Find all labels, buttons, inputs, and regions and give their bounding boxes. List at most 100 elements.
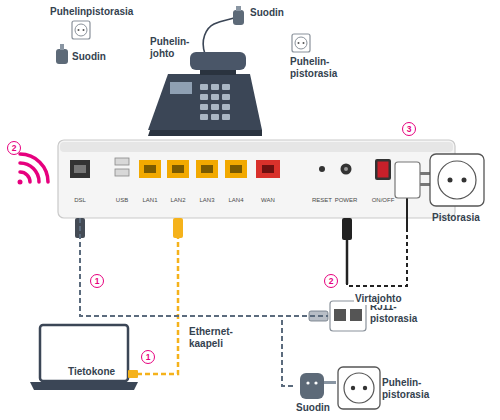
wifi-symbol [18, 154, 49, 185]
socket-hole [363, 386, 367, 390]
lan-port [139, 160, 161, 178]
socket-hole [298, 42, 300, 44]
telephone [148, 6, 262, 136]
laptop: Tietokone [30, 322, 138, 392]
port-label: LAN1 [142, 197, 157, 203]
dsl-slot [74, 165, 86, 173]
port-label: RESET [312, 197, 332, 203]
filter: Suodin [294, 370, 336, 416]
usb-port [115, 169, 129, 176]
callout-number: 1 [90, 274, 104, 288]
cable-label: Ethernet- kaapeli [188, 326, 244, 350]
laptop [30, 325, 138, 390]
laptop-screen [40, 325, 128, 381]
filter-plug [236, 6, 241, 11]
phone-key [222, 114, 230, 120]
power-jack [341, 164, 352, 175]
socket-hole [78, 29, 80, 31]
phone-key [200, 94, 208, 100]
filter-prong [324, 381, 336, 384]
phone-key [211, 114, 219, 120]
cable [80, 218, 294, 386]
wifi-arc [20, 172, 30, 182]
part-label: Suodin [250, 7, 284, 19]
outlet-hole [448, 178, 453, 183]
phone-display [170, 82, 192, 94]
port-label: LAN4 [228, 197, 243, 203]
router-lid [60, 142, 453, 152]
phone-keypad [200, 84, 230, 120]
part-label: Tietokone [68, 366, 118, 378]
cable [138, 218, 178, 374]
rj11-jack [334, 309, 346, 321]
part-label: Suodin [296, 402, 334, 414]
port-label: USB [116, 197, 128, 203]
laptop-base [30, 382, 138, 390]
cable-label: Virtajohto [354, 293, 416, 305]
lan-port [167, 160, 189, 178]
lan-slot [201, 165, 213, 173]
lan-plug [128, 370, 138, 378]
phone-key [222, 104, 230, 110]
wifi-arc [20, 163, 39, 182]
usb-port [115, 158, 129, 165]
adapter-cord [406, 198, 408, 231]
top-filter [56, 44, 68, 64]
power-pin [344, 167, 348, 171]
lan-port [225, 160, 247, 178]
lan-slot [144, 165, 156, 173]
wan-slot [262, 165, 274, 173]
socket-hole [303, 42, 305, 44]
wan-port [256, 160, 280, 178]
callout-number: 1 [141, 350, 155, 364]
socket-plate [72, 21, 90, 39]
switch-rocker [378, 162, 389, 178]
socket-plate [292, 34, 310, 52]
power-adapter [395, 162, 420, 198]
filter-hole [306, 381, 309, 384]
handset-cradle [200, 70, 236, 75]
rj11-jack [350, 309, 362, 321]
port-label: POWER [335, 197, 358, 203]
phone-key [211, 104, 219, 110]
wifi-dot [18, 180, 23, 185]
socket-ring [75, 24, 87, 36]
callout-number: 2 [7, 141, 21, 155]
phone-key [211, 94, 219, 100]
power-outlet: Pistorasia [392, 150, 490, 231]
phone-handset [190, 52, 246, 70]
phone-key [222, 84, 230, 90]
phone-body [148, 74, 262, 130]
lan-slot [230, 165, 242, 173]
wifi-arc [20, 154, 48, 182]
phone-key [200, 104, 208, 110]
router [58, 140, 455, 218]
part-label: Puhelinpistorasia [50, 6, 133, 18]
filter-body [56, 49, 68, 64]
socket-ring [295, 37, 307, 49]
part-label: Suodin [72, 51, 106, 63]
socket-ring [344, 373, 374, 403]
cable-plugs [75, 218, 352, 284]
outlet-plate [430, 154, 484, 206]
socket-plate [338, 367, 380, 409]
callout-number: 2 [324, 274, 338, 288]
callout-number: 3 [402, 122, 416, 136]
socket-hole [351, 386, 355, 390]
port-label: WAN [261, 197, 275, 203]
outlet-ring [438, 161, 476, 199]
part-label: Puhelin- pistorasia [290, 56, 348, 80]
filter-body [233, 10, 244, 25]
port-label: ON/OFF [372, 197, 395, 203]
top-wall-socket [72, 21, 90, 39]
filter-plug [60, 44, 64, 50]
power-switch [375, 159, 391, 180]
phone-key [200, 84, 208, 90]
rj11-socket [309, 301, 366, 331]
port-label: LAN3 [199, 197, 214, 203]
reset-button [319, 166, 325, 172]
